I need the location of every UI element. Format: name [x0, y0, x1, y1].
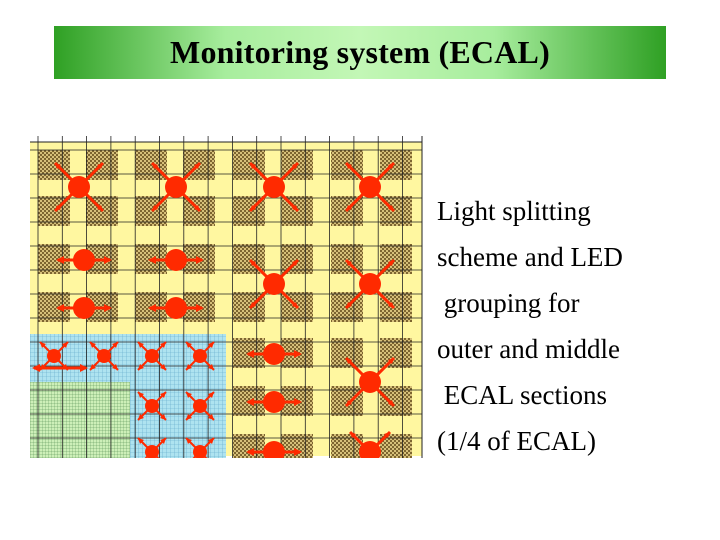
module-block [331, 338, 363, 368]
led-arrow-icon [246, 391, 302, 413]
led-star-icon [248, 258, 300, 310]
caption-line: (1/4 of ECAL) [437, 426, 596, 456]
led-star-small-icon [185, 437, 215, 458]
led-star-icon [344, 356, 396, 408]
caption-line: outer and middle [437, 334, 620, 364]
module-block [135, 150, 167, 180]
module-block [281, 244, 313, 274]
led-arrow-icon [148, 297, 204, 319]
caption-line: scheme and LED [437, 242, 623, 272]
module-blocks [38, 150, 412, 458]
caption-text: Light splitting scheme and LED grouping … [437, 188, 623, 464]
module-block [380, 338, 412, 368]
led-star-icon [344, 258, 396, 310]
led-star-small-icon [137, 391, 167, 421]
led-star-small-icon [185, 391, 215, 421]
led-arrow-icon [56, 297, 112, 319]
led-markers [32, 161, 396, 458]
caption-line: ECAL sections [437, 380, 607, 410]
ecal-led-grouping-diagram [30, 136, 423, 458]
module-block [380, 150, 412, 180]
led-star-icon [150, 161, 202, 213]
module-block [380, 292, 412, 322]
module-block [331, 386, 363, 416]
inner-section [30, 382, 130, 458]
led-star-icon [348, 430, 392, 458]
led-arrow-icon [246, 441, 302, 458]
led-arrow-icon [246, 343, 302, 365]
led-star-icon [248, 161, 300, 213]
module-block [380, 386, 412, 416]
module-block [233, 150, 265, 180]
title-bar: Monitoring system (ECAL) [54, 26, 666, 79]
led-star-icon [53, 161, 105, 213]
led-star-small-icon [185, 341, 215, 371]
module-block [38, 150, 70, 180]
caption-line: grouping for [437, 288, 580, 318]
module-block [331, 244, 363, 274]
led-arrow-icon [148, 249, 204, 271]
led-arrow-icon [32, 364, 88, 372]
led-star-small-icon [89, 341, 119, 371]
led-star-small-icon [137, 437, 167, 458]
led-star-small-icon [137, 341, 167, 371]
slide-title: Monitoring system (ECAL) [170, 34, 550, 70]
led-arrow-icon [56, 249, 112, 271]
caption-line: Light splitting [437, 196, 591, 226]
led-star-icon [344, 161, 396, 213]
